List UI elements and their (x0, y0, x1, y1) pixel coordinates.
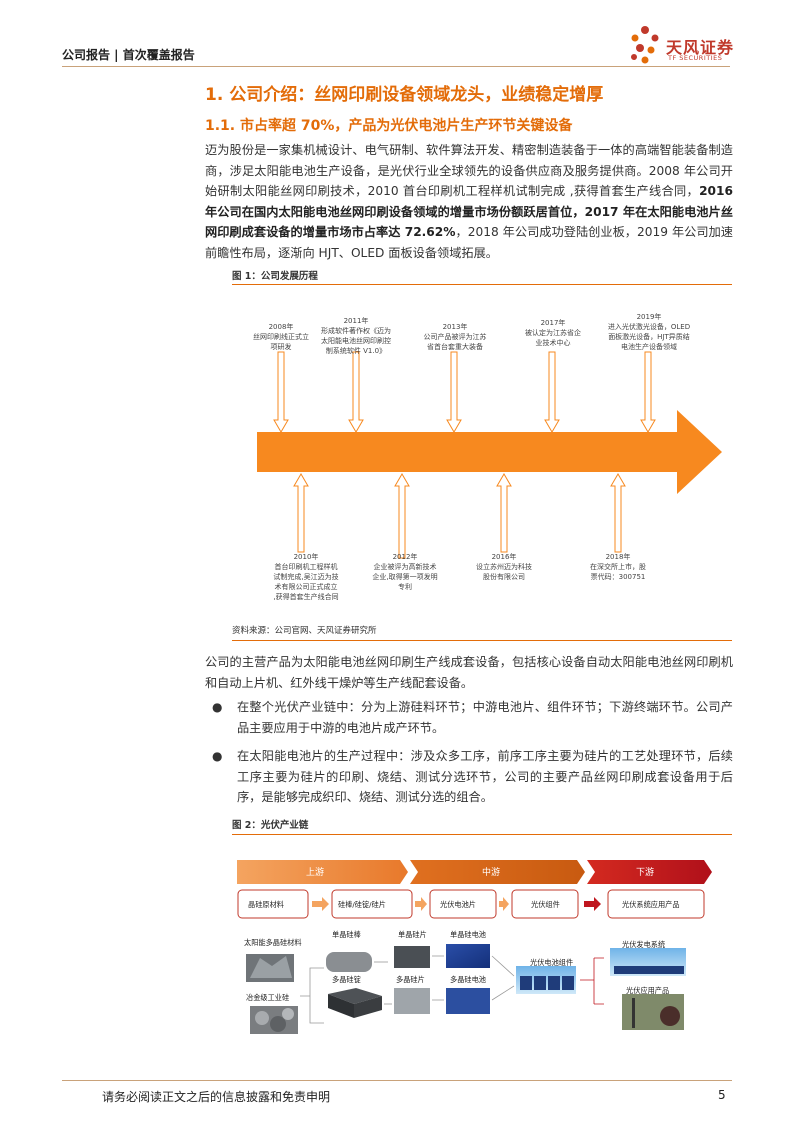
subsection-title: 1.1. 市占率超 70%，产品为光伏电池片生产环节关键设备 (205, 118, 573, 134)
connector-2012 (394, 473, 410, 559)
figure1-caption: 图 1：公司发展历程 (232, 271, 318, 282)
mono-cell-image (446, 944, 490, 968)
bullet-1: 在整个光伏产业链中：分为上游硅料环节；中游电池片、组件环节；下游终端环节。公司产… (237, 700, 733, 735)
flow-arrow (499, 897, 509, 911)
connector-2019 (640, 351, 656, 433)
module-label: 光伏电池组件 (530, 958, 574, 967)
stage-midstream (410, 860, 585, 884)
report-type-label: 公司报告 | 首次覆盖报告 (62, 48, 195, 62)
figure1-top-rule (232, 284, 732, 285)
stage-downstream (587, 860, 712, 884)
event-2017: 2017年 被认定为江苏省企 业技术中心 (525, 319, 581, 347)
connector-2018 (610, 473, 626, 553)
stage-upstream (237, 860, 408, 884)
event-2008: 2008年 丝网印刷线正式立 项研发 (253, 323, 309, 351)
intro-paragraph: 迈为股份是一家集机械设计、电气研制、软件算法开发、精密制造装备于一体的高端智能装… (205, 140, 733, 263)
mono-rod-label: 单晶硅棒 (332, 930, 361, 939)
raw1-label: 太阳能多晶硅材料 (244, 938, 302, 947)
bullet-icon: ● (212, 700, 223, 714)
mono-rod-image (326, 952, 372, 972)
event-2011: 2011年 形成软件著作权《迈为 太阳能电池丝网印刷控 制系统软件 V1.0》 (321, 317, 391, 355)
box-cell-label: 光伏电池片 (440, 900, 476, 909)
event-2013: 2013年 公司产品被评为江苏 省首台套重大装备 (423, 323, 487, 351)
connector-2013 (446, 351, 462, 433)
poly-cell-label: 多晶硅电池 (450, 975, 486, 984)
connector-2008 (273, 351, 289, 433)
poly-wafer-label: 多晶硅片 (396, 975, 425, 984)
timeline-arrow (257, 410, 722, 494)
logo-mark-icon (631, 26, 659, 64)
bullet-2: 在太阳能电池片的生产过程中：涉及众多工序，前序工序主要为硅片的工艺处理环节，后续… (237, 749, 733, 804)
event-2016: 2016年 设立苏州迈为科技 股份有限公司 (476, 553, 532, 581)
mono-cell-label: 单晶硅电池 (450, 930, 486, 939)
box-system-label: 光伏系统应用产品 (622, 900, 680, 909)
logo-name-en: TF SECURITIES (668, 54, 723, 62)
box-wafer (331, 889, 413, 919)
logo-name: 天风证券 (666, 38, 735, 57)
disclaimer: 请务必阅读正文之后的信息披露和免责申明 (102, 1090, 331, 1104)
box-wafer-label: 硅棒/硅锭/硅片 (338, 900, 386, 909)
box-cell (429, 889, 497, 919)
connector-2011 (348, 351, 364, 433)
stage-midstream-label: 中游 (482, 868, 501, 878)
box-raw (237, 889, 309, 919)
header-divider (62, 66, 730, 67)
main-products-paragraph: 公司的主营产品为太阳能电池丝网印刷生产线成套设备，包括核心设备自动太阳能电池丝网… (205, 655, 733, 690)
intro-text-2: ，2018 年公司成功登陆创业板，2019 年公司加速前瞻性布局，逐渐向 HJT… (205, 225, 733, 260)
box-module (511, 889, 579, 919)
stage-downstream-label: 下游 (636, 868, 655, 878)
connector-2010 (293, 473, 309, 553)
poly-cell-image (446, 988, 490, 1014)
event-2010: 2010年 首台印刷机工程样机 试制完成,吴江迈为技 术有限公司正式成立 ,获得… (273, 553, 339, 601)
flow-arrow (415, 897, 427, 911)
box-raw-label: 晶硅原材料 (248, 900, 284, 909)
event-2019: 2019年 进入光伏激光设备，OLED 面板激光设备，HJT异质结 电池生产设备… (607, 313, 691, 351)
section-title: 1. 公司介绍：丝网印刷设备领域龙头，业绩稳定增厚 (205, 85, 604, 105)
poly-ingot-label: 多晶硅锭 (332, 975, 361, 984)
figure2-caption: 图 2：光伏产业链 (232, 820, 309, 831)
footer-divider (62, 1080, 732, 1081)
box-module-label: 光伏组件 (531, 900, 560, 909)
box-system (607, 889, 705, 919)
event-2018: 2018年 在深交所上市，股 票代码：300751 (590, 553, 646, 581)
pv-chain-diagram (237, 860, 712, 1034)
figure2-top-rule (232, 834, 732, 835)
intro-highlight: 2016 年公司在国内太阳能电池丝网印刷设备领域的增量市场份额跃居首位，2017… (205, 184, 733, 239)
figure1-source: 资料来源：公司官网、天风证券研究所 (232, 626, 377, 636)
raw2-label: 冶金级工业硅 (246, 993, 290, 1002)
intro-text-1: 迈为股份是一家集机械设计、电气研制、软件算法开发、精密制造装备于一体的高端智能装… (205, 143, 733, 198)
mono-wafer-image (394, 946, 430, 968)
flow-arrow (312, 897, 329, 911)
event-2012: 2012年 企业被评为高新技术 企业,取得第一项发明 专利 (372, 553, 438, 591)
connector-2017 (544, 351, 560, 433)
station-label: 光伏发电系统 (622, 940, 666, 949)
bullet-icon: ● (212, 749, 223, 763)
mono-wafer-label: 单晶硅片 (398, 930, 427, 939)
application-label: 光伏应用产品 (626, 986, 670, 995)
page-number: 5 (718, 1088, 726, 1102)
poly-wafer-image (394, 988, 430, 1014)
timeline-diagram (257, 351, 722, 559)
flow-arrow (584, 897, 601, 911)
connector-2016 (496, 473, 512, 553)
figure1-bottom-rule (232, 640, 732, 641)
stage-upstream-label: 上游 (306, 868, 325, 878)
poly-ingot-image (328, 988, 382, 1004)
